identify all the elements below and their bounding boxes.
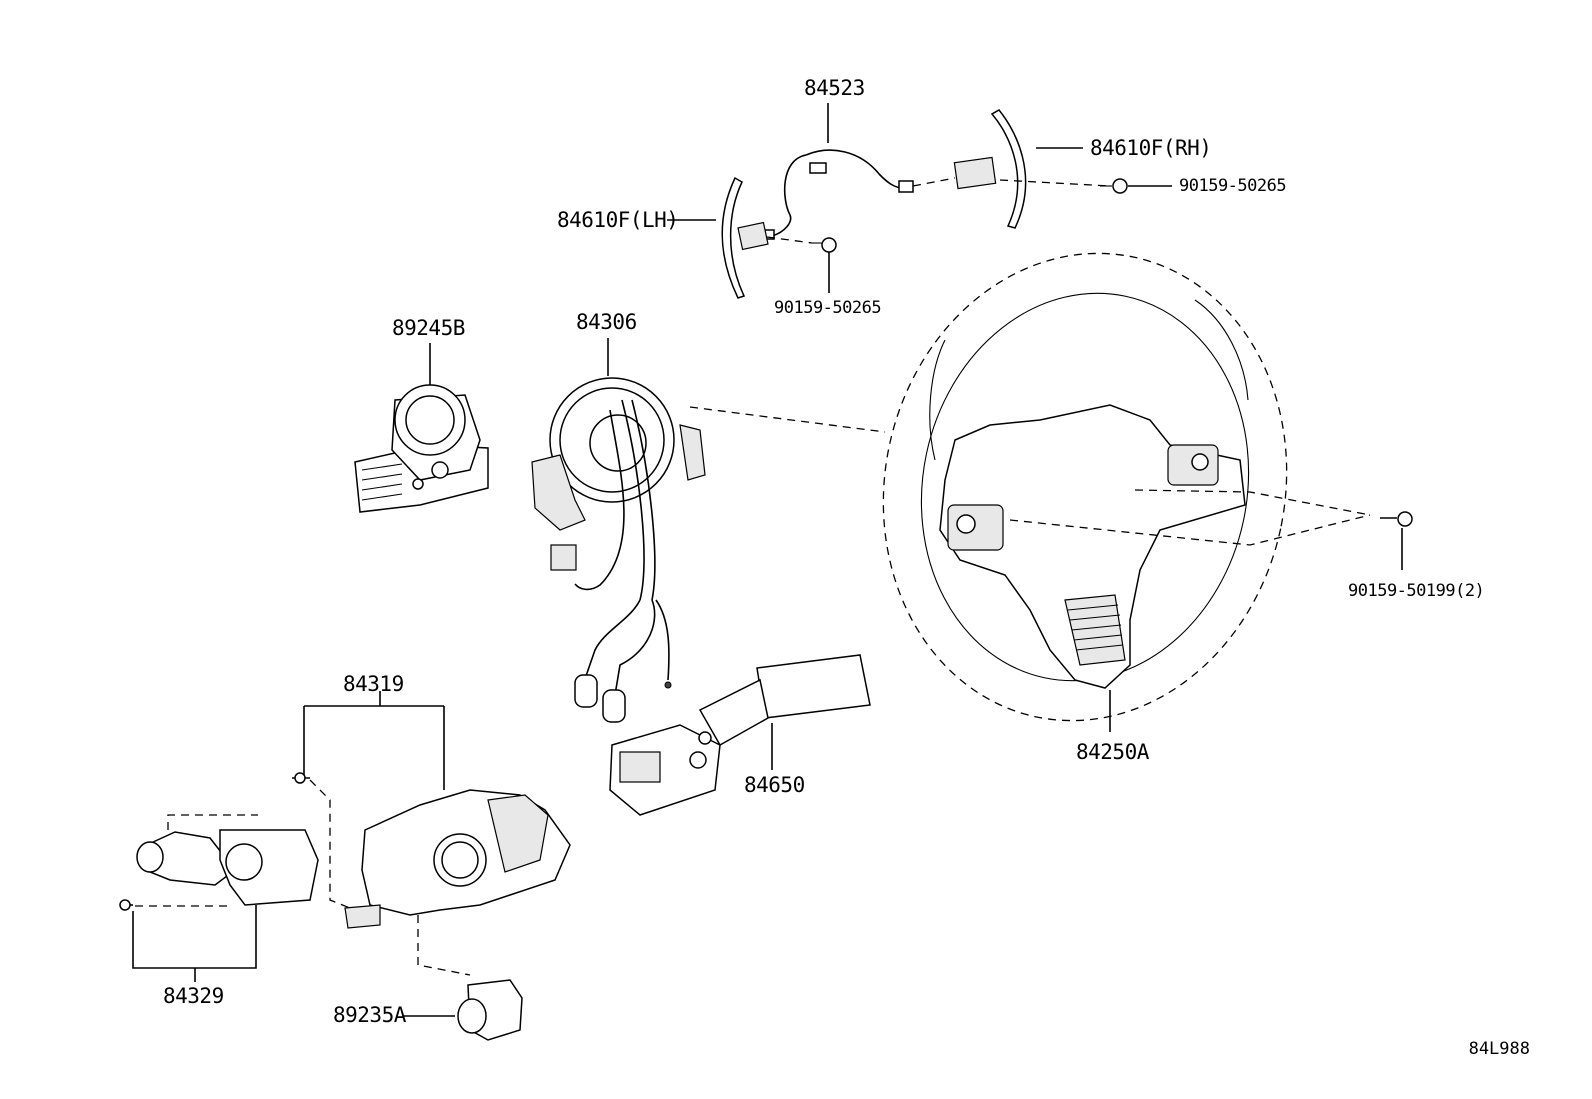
- part-label-84319: 84319: [343, 672, 404, 696]
- paddle-lh-84610f: [667, 176, 837, 299]
- part-label-89235a: 89235A: [333, 1003, 406, 1027]
- part-label-84329: 84329: [163, 984, 224, 1008]
- paddle-rh-84610f: [953, 109, 1172, 229]
- part-label-90159-50265-right: 90159-50265: [1179, 176, 1287, 196]
- switch-89235a: [403, 979, 523, 1041]
- part-label-84610f-rh: 84610F(RH): [1090, 136, 1212, 160]
- diagram-code: 84L988: [1468, 1039, 1530, 1059]
- part-label-84610f-lh: 84610F(LH): [557, 208, 679, 232]
- headlamp-switch-84329: [119, 814, 319, 982]
- part-label-89245b: 89245B: [392, 316, 465, 340]
- part-label-90159-50265-center: 90159-50265: [774, 298, 882, 318]
- part-label-84306: 84306: [576, 310, 637, 334]
- spiral-cable-84306: [531, 338, 886, 723]
- steering-wheel-84250a: [882, 252, 1371, 732]
- part-label-90159-50199: 90159-50199(2): [1348, 581, 1485, 601]
- part-label-84650: 84650: [744, 773, 805, 797]
- paddle-harness-84523: [760, 103, 956, 240]
- steering-sensor-89245b: [354, 343, 489, 513]
- part-label-84250a: 84250A: [1076, 740, 1149, 764]
- part-label-84523: 84523: [804, 76, 865, 100]
- combo-switch-84319: [292, 691, 571, 976]
- wiper-switch-84650: [609, 654, 871, 816]
- screw-90159-50199: [1380, 511, 1413, 570]
